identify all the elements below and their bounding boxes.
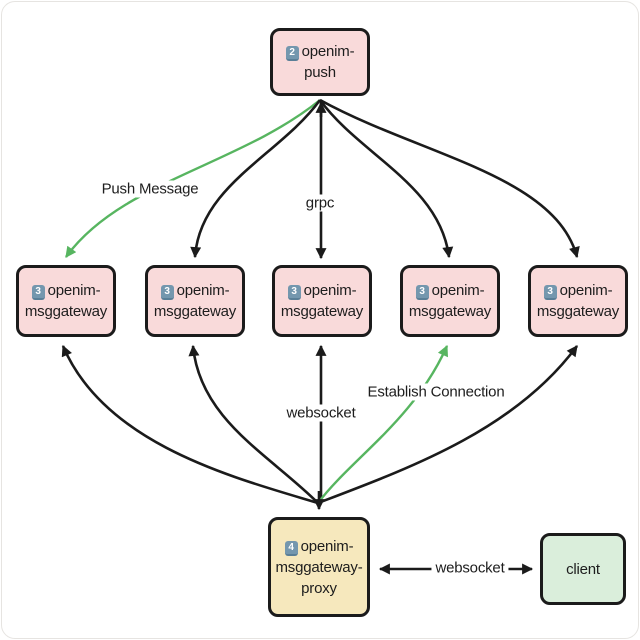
edge-label-establish-connection: Establish Connection [363,383,509,401]
node-label: openim- [47,282,101,299]
edge-proxy-to-gateway2 [188,344,319,504]
node-label: openim- [300,537,354,555]
edge-label-websocket-client: websocket [431,559,509,577]
number-badge-icon: 3 [543,285,557,300]
edge-proxy-to-gateway4-establish-connection [317,344,449,504]
edge-label-grpc: grpc [301,194,339,212]
node-label: openim- [559,282,613,299]
node-label: openim-push [301,43,355,81]
edge-push-to-gateway4 [318,99,454,259]
node-line: proxy [301,579,337,597]
node-line: msggateway [408,303,492,320]
number-badge-icon: 3 [415,285,429,300]
node-line: msggateway [153,303,237,320]
node-label: openim- [431,282,485,299]
node-line: msggateway- [275,558,363,576]
edge-label-websocket-gateway: websocket [282,404,360,422]
node-line: client [566,560,600,578]
edge-label-push-message: Push Message [97,180,203,198]
node-line: msggateway [280,303,364,320]
edge-push-to-gateway1-push-message [65,99,321,258]
node-label: openim- [176,282,230,299]
number-badge-icon: 3 [31,285,45,300]
number-badge-icon: 4 [284,540,298,556]
number-badge-icon: 2 [285,46,299,61]
edge-push-to-gateway2 [190,99,322,259]
number-badge-icon: 3 [287,285,301,300]
number-badge-icon: 3 [160,285,174,300]
node-client: client [540,533,626,605]
node-label: openim- [303,282,357,299]
edge-push-to-gateway5 [319,98,580,259]
node-line: msggateway [536,303,620,320]
edge-proxy-to-gateway1 [61,344,319,505]
node-line: msggateway [24,303,108,320]
edge-proxy-to-gateway5 [317,345,579,505]
